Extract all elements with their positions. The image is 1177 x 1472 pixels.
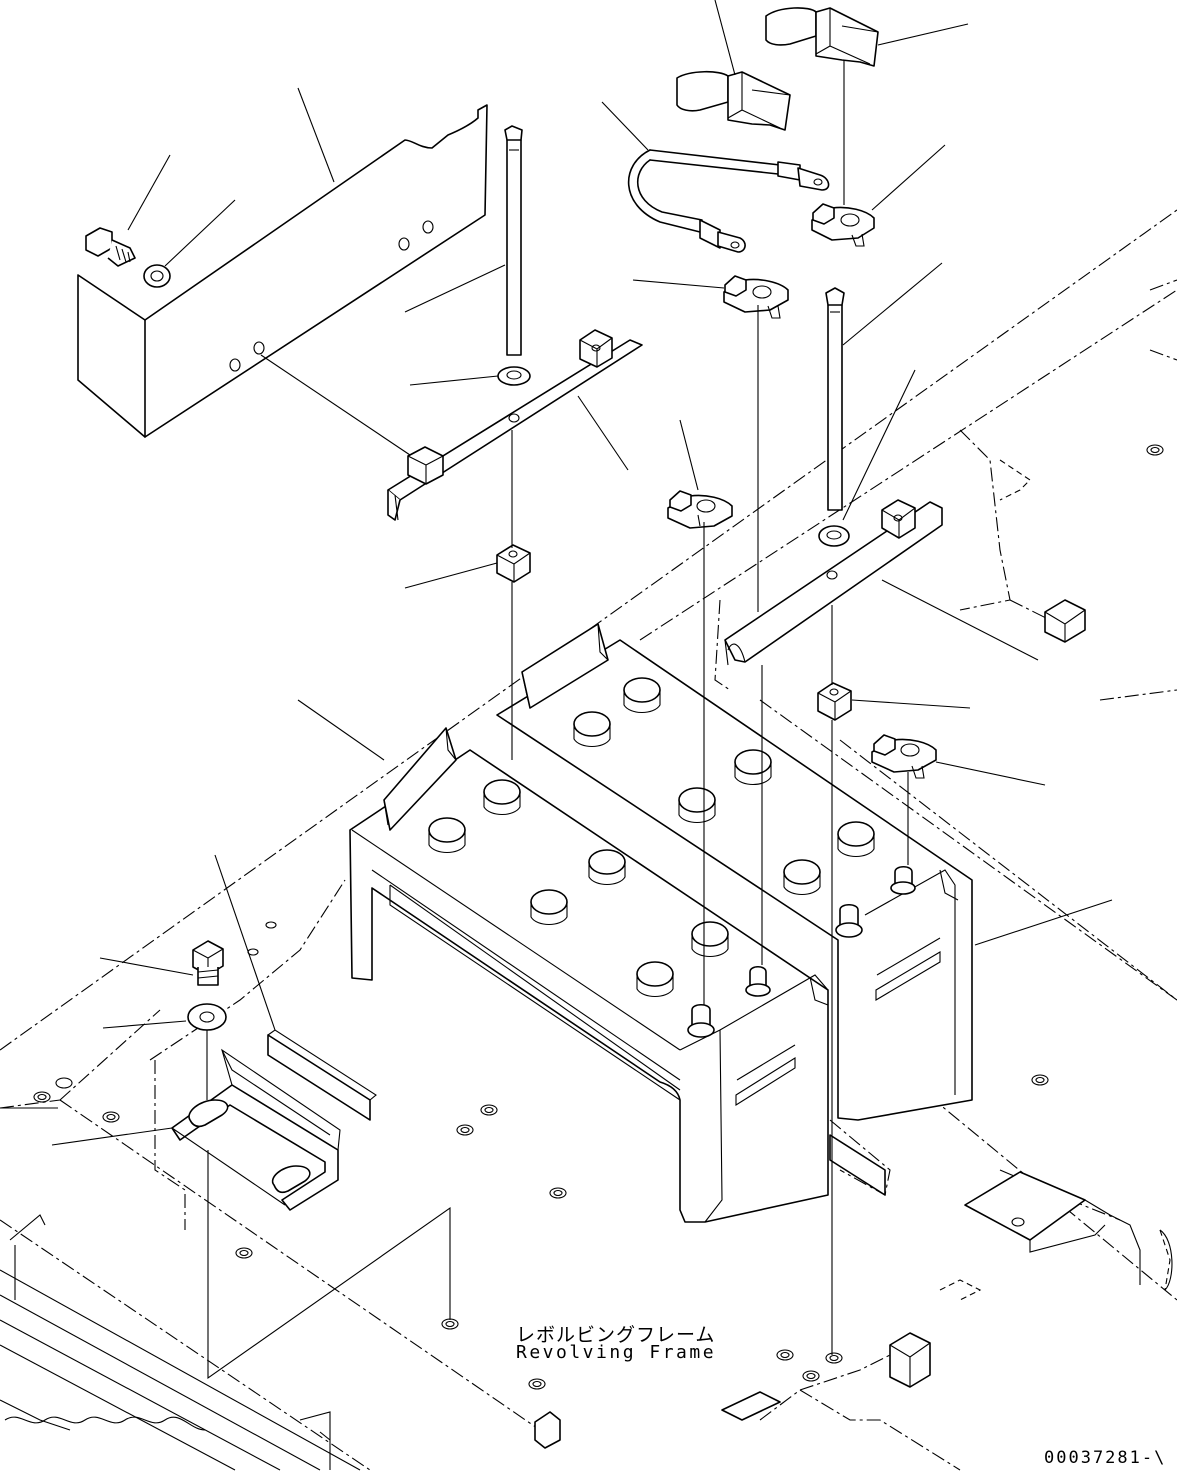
drawing-number: 00037281-\ [1044, 1448, 1167, 1468]
connecting-cable [627, 149, 830, 253]
cover-bolt [85, 227, 136, 267]
terminal-cover-2 [765, 7, 879, 67]
battery-tray-tab [829, 1134, 886, 1196]
terminal-cover-1 [676, 70, 791, 131]
terminal-clamp-4 [871, 734, 937, 779]
washer-right [818, 525, 850, 547]
revolving-frame-label-en: Revolving Frame [516, 1342, 717, 1363]
leader-lines [0, 0, 1113, 1146]
terminal-clamp-3 [667, 490, 733, 529]
hold-down-bar-left [387, 329, 643, 521]
terminal-clamp-1 [723, 275, 789, 319]
cover-washer [143, 264, 171, 288]
spacer-plate [267, 1029, 377, 1121]
battery-front [349, 727, 829, 1223]
frame-brackets-right [534, 599, 1173, 1449]
battery-rear [496, 623, 973, 1121]
battery-cover [77, 104, 488, 438]
j-bolt-left [504, 125, 523, 356]
nut-right [817, 682, 852, 721]
terminal-clamp-2 [811, 203, 875, 247]
revolving-frame-label-ja: レボルビングフレーム [516, 1324, 716, 1346]
washer-left [497, 366, 531, 386]
nut-left [496, 544, 531, 583]
frame-cross-member [0, 1214, 361, 1471]
j-bolt-right [825, 287, 845, 511]
mounting-bracket [171, 1048, 341, 1211]
bracket-washer [187, 1003, 227, 1031]
bracket-bolt [192, 940, 224, 986]
hold-down-bar-right [724, 499, 943, 666]
assembly-lines [206, 60, 909, 1380]
